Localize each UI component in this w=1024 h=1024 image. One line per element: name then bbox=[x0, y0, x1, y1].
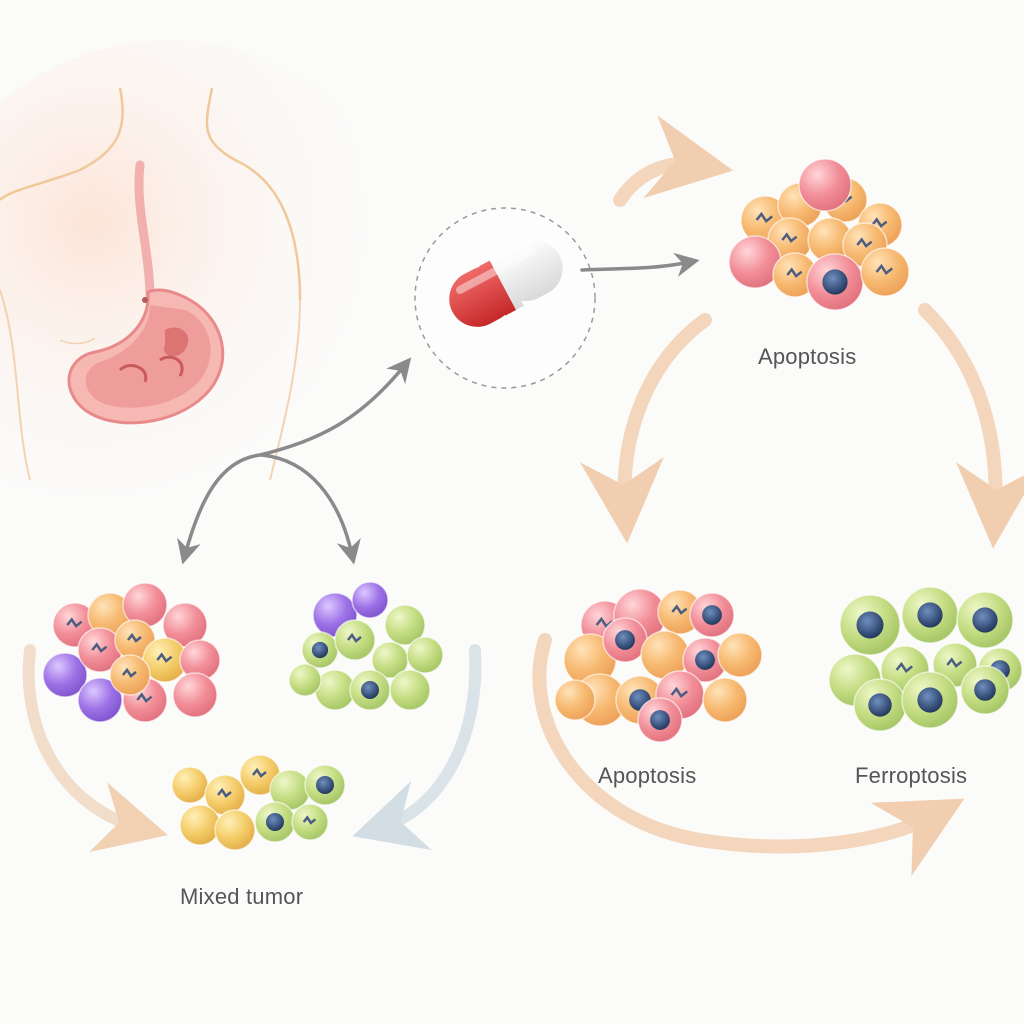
capsule-icon[interactable] bbox=[439, 231, 572, 337]
cell-fragment bbox=[217, 787, 232, 798]
cell-clusters bbox=[42, 158, 1023, 851]
cell bbox=[554, 679, 596, 721]
cluster-apoptosis-left bbox=[554, 588, 763, 743]
cell-fragment bbox=[871, 217, 888, 228]
cell bbox=[171, 766, 209, 804]
cell-nucleus bbox=[361, 681, 379, 699]
cell bbox=[798, 158, 852, 212]
arrow-apoptosis-to-right bbox=[918, 303, 1024, 549]
cell-fragment bbox=[856, 237, 873, 248]
cell bbox=[288, 663, 322, 697]
arrow-to-mixed-right bbox=[260, 453, 361, 565]
cell-nucleus bbox=[316, 776, 334, 794]
arrow-left-to-mixed bbox=[22, 644, 168, 853]
mixed-arrows bbox=[22, 644, 482, 853]
cell-fragment bbox=[786, 267, 803, 278]
cell-nucleus bbox=[311, 641, 329, 659]
cell-nucleus bbox=[868, 693, 892, 717]
label-mixed-tumor: Mixed tumor bbox=[180, 884, 304, 909]
cell-nucleus bbox=[917, 602, 943, 628]
cell-nucleus bbox=[702, 605, 722, 625]
cell-nucleus bbox=[650, 710, 670, 730]
cell-fragment bbox=[252, 767, 267, 778]
peach-arrows bbox=[532, 115, 1024, 877]
cell bbox=[214, 809, 256, 851]
cell-nucleus bbox=[974, 679, 996, 701]
cluster-apoptosis-top bbox=[728, 158, 910, 311]
gray-arrows bbox=[177, 252, 700, 565]
cluster-mixed-bottom bbox=[171, 754, 346, 851]
cell-nucleus bbox=[917, 687, 943, 713]
cell-fragment bbox=[895, 661, 913, 674]
cell bbox=[179, 804, 221, 846]
cell bbox=[717, 632, 763, 678]
arrow-right-to-mixed bbox=[352, 644, 482, 851]
stomach-icon bbox=[67, 288, 225, 425]
cluster-mixed-right bbox=[288, 581, 444, 711]
cell-fragment bbox=[781, 232, 798, 243]
cell bbox=[172, 672, 218, 718]
arrow-to-capsule bbox=[258, 357, 412, 457]
cluster-mixed-left bbox=[42, 582, 221, 723]
cell bbox=[42, 652, 88, 698]
cell-nucleus bbox=[695, 650, 715, 670]
cell-fragment bbox=[127, 632, 142, 643]
cell bbox=[77, 677, 123, 723]
cell-nucleus bbox=[822, 269, 848, 295]
cell bbox=[406, 636, 444, 674]
cell-nucleus bbox=[266, 813, 284, 831]
label-apoptosis-top: Apoptosis bbox=[758, 344, 857, 369]
cell bbox=[389, 669, 431, 711]
cell-fragment bbox=[122, 667, 137, 678]
cell-fragment bbox=[670, 686, 688, 699]
arrow-capsule-to-apoptosis bbox=[580, 252, 700, 277]
cell-fragment bbox=[136, 692, 153, 703]
cell-nucleus bbox=[615, 630, 635, 650]
arrow-to-mixed-left bbox=[177, 453, 262, 565]
cell bbox=[384, 604, 426, 646]
cell-fragment bbox=[755, 211, 773, 224]
cell-fragment bbox=[66, 617, 83, 628]
arrow-top-left-curve bbox=[613, 115, 734, 207]
cell-fragment bbox=[91, 642, 108, 653]
cell bbox=[351, 581, 389, 619]
arrow-bottom-loop bbox=[532, 633, 965, 877]
cell-fragment bbox=[347, 632, 362, 643]
cluster-ferroptosis bbox=[828, 586, 1023, 732]
cell-nucleus bbox=[856, 611, 884, 639]
cell-fragment bbox=[302, 815, 317, 825]
label-ferroptosis: Ferroptosis bbox=[855, 763, 968, 788]
cell-fragment bbox=[156, 652, 173, 663]
cell-fragment bbox=[875, 263, 893, 276]
arrow-apoptosis-to-left bbox=[579, 313, 712, 544]
cell-fragment bbox=[946, 657, 963, 668]
label-apoptosis-bottom: Apoptosis bbox=[598, 763, 697, 788]
cell-fragment bbox=[671, 604, 688, 615]
cell-nucleus bbox=[972, 607, 998, 633]
cell bbox=[702, 677, 748, 723]
